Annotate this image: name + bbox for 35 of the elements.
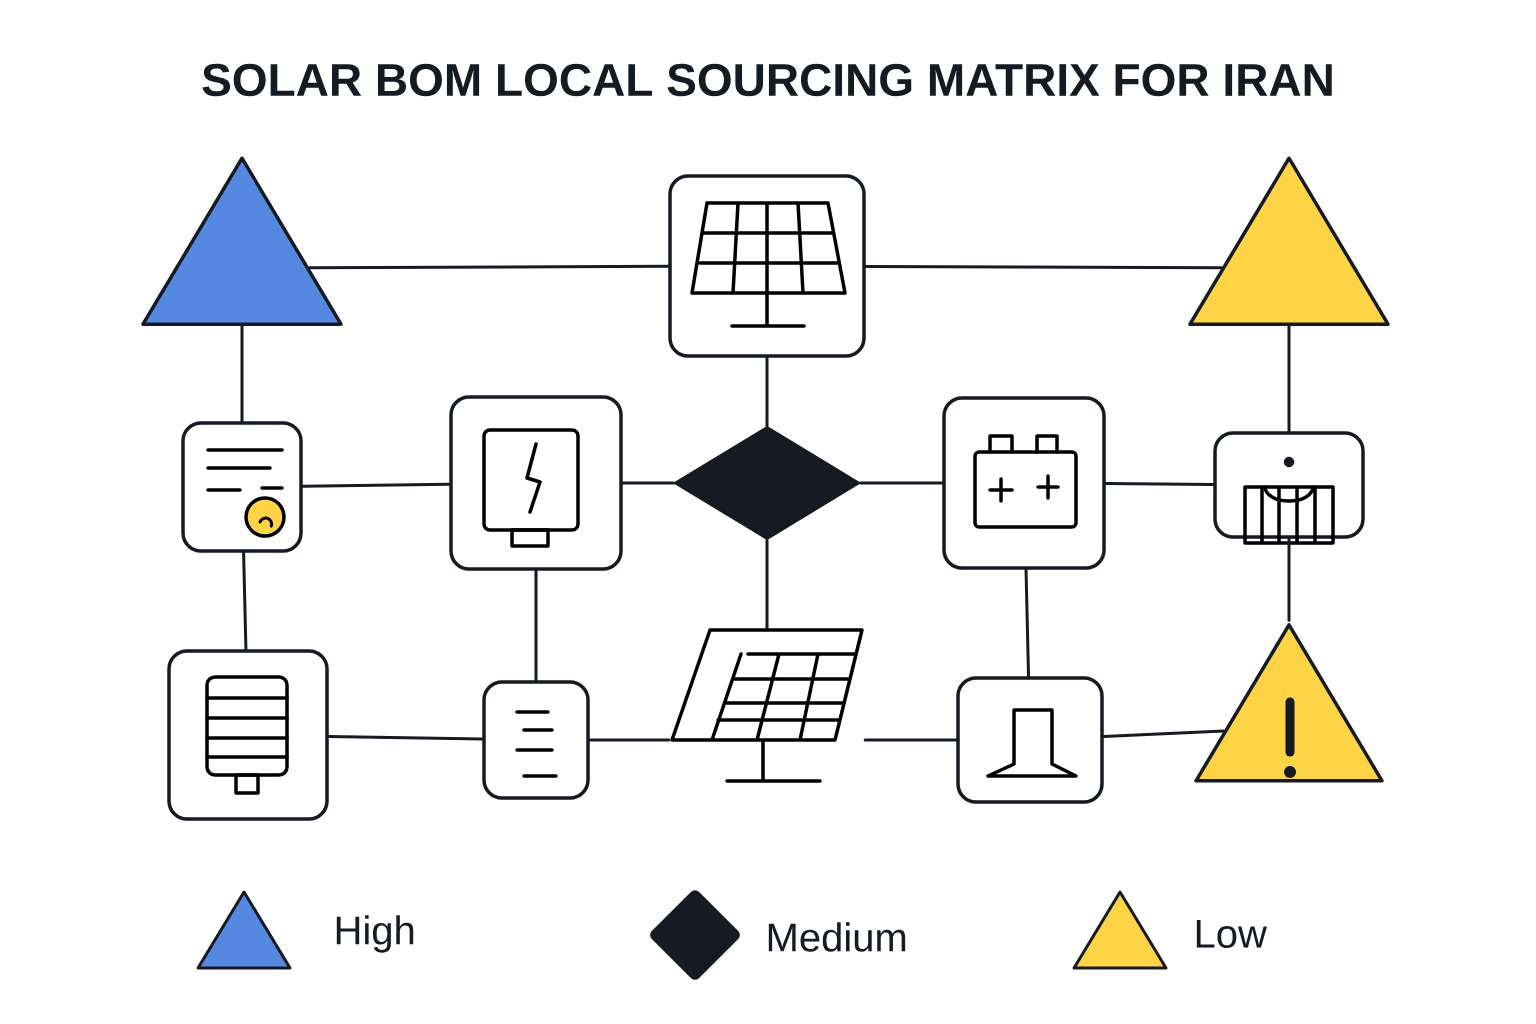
database-box: [167, 649, 329, 821]
solar-panel-drawing: [670, 628, 864, 783]
legend-label: High: [336, 915, 414, 953]
building-box: [1213, 431, 1365, 545]
legend-label: Low: [1196, 920, 1267, 948]
triangle-marker: [1188, 156, 1390, 326]
connector-line: [1024, 568, 1030, 678]
certificate-box: [181, 421, 303, 553]
inverter-box: [449, 395, 623, 571]
connector-line: [301, 482, 451, 488]
solar-panel-box: [668, 174, 866, 358]
document-box: [482, 680, 590, 800]
title: SOLAR BOM LOCAL SOURCING MATRIX FOR IRAN: [202, 63, 1332, 97]
connector-line: [765, 539, 769, 630]
connector-line: [1102, 729, 1225, 739]
connector-line: [240, 324, 244, 423]
connector-line: [308, 264, 670, 270]
diamond-marker: [674, 426, 860, 540]
connector-line: [327, 734, 484, 741]
legend-label: Medium: [768, 922, 906, 952]
connector-line: [621, 481, 675, 485]
connector-line: [765, 356, 769, 427]
pillar-box: [956, 676, 1104, 804]
connector-line: [1104, 482, 1215, 486]
connector-line: [864, 264, 1223, 270]
triangle-marker: [141, 156, 343, 326]
connector-line: [534, 569, 538, 682]
connector-line: [863, 738, 958, 742]
warning-triangle: [1194, 623, 1384, 783]
connector-line: [1287, 324, 1291, 433]
connector-line: [859, 481, 944, 485]
connector-line: [242, 551, 248, 651]
battery-box: [942, 396, 1106, 570]
connector-line: [1287, 537, 1291, 622]
connector-line: [588, 738, 671, 742]
